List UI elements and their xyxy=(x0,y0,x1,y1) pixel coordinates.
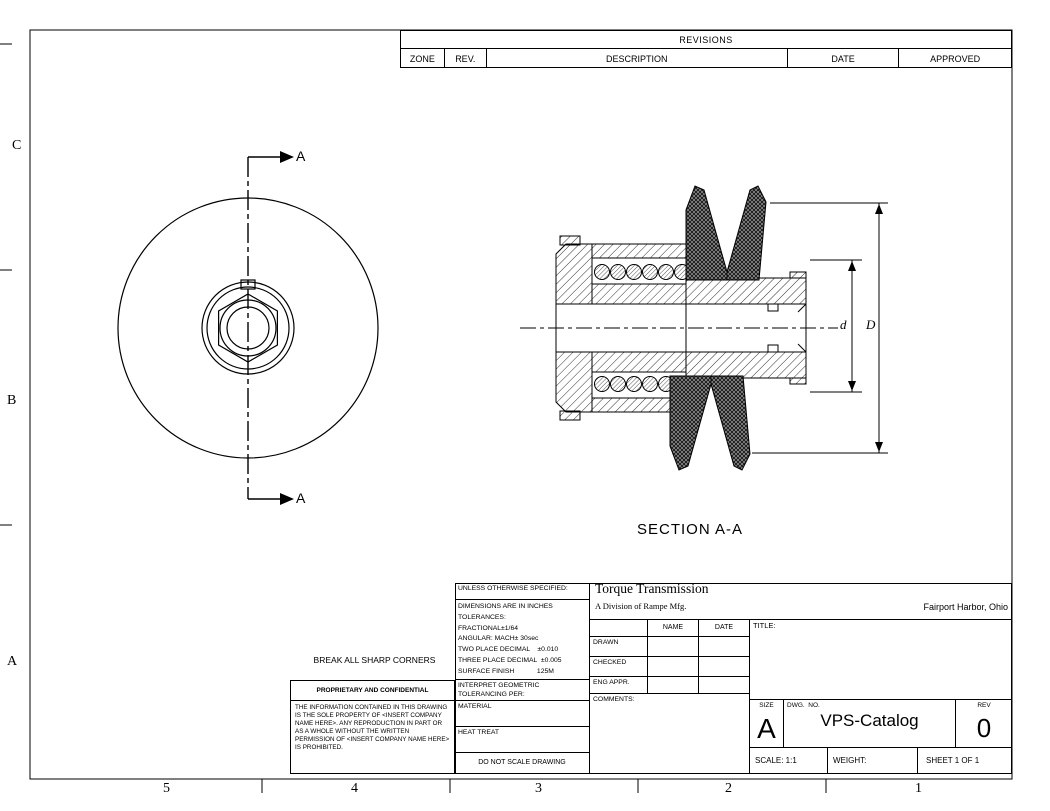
name-header-label: NAME xyxy=(662,623,684,631)
zone-col-5: 5 xyxy=(163,781,170,796)
approvals-date-header: DATE xyxy=(699,620,750,637)
tolerance-label: TOLERANCES: xyxy=(458,613,506,621)
drawn-label: DRAWN xyxy=(593,639,619,646)
size-cell: SIZE A xyxy=(750,700,784,748)
tolerance-three-place: THREE PLACE DECIMAL ±0.005 xyxy=(458,656,562,664)
approvals-blank-header xyxy=(590,620,648,637)
dwg-no-cell: DWG. NO. VPS-Catalog xyxy=(784,700,956,748)
revisions-col-rev: REV. xyxy=(445,49,487,68)
scale-label: SCALE: 1:1 xyxy=(755,755,797,765)
approvals-name-header: NAME xyxy=(648,620,699,637)
revisions-header-row: ZONE REV. DESCRIPTION DATE APPROVED xyxy=(401,49,1011,68)
comments-label: COMMENTS: xyxy=(593,696,635,703)
approvals-row-eng-appr: ENG APPR. xyxy=(590,677,648,694)
scale-cell: SCALE: 1:1 xyxy=(750,748,828,774)
weight-cell: WEIGHT: xyxy=(828,748,918,774)
company-division: A Division of Rampe Mfg. xyxy=(595,601,687,611)
zone-row-c: C xyxy=(12,138,22,153)
tolerance-angular: ANGULAR: MACH± 30sec xyxy=(458,635,539,643)
checked-date-cell xyxy=(699,657,750,677)
revisions-table: REVISIONS ZONE REV. DESCRIPTION DATE APP… xyxy=(400,30,1012,68)
size-label: SIZE xyxy=(759,702,774,709)
dwg-no-label: DWG. NO. xyxy=(787,702,820,709)
cut-arrow-label-top: A xyxy=(296,148,306,164)
comments-cell: COMMENTS: xyxy=(590,694,750,774)
drawn-date-cell xyxy=(699,637,750,657)
zone-col-3: 3 xyxy=(535,781,542,796)
tolerance-fractional: FRACTIONAL±1/64 xyxy=(458,624,519,632)
eng-appr-name-cell xyxy=(648,677,699,694)
checked-name-cell xyxy=(648,657,699,677)
do-not-scale-cell: DO NOT SCALE DRAWING xyxy=(455,753,590,774)
dim-label-d: d xyxy=(840,317,847,332)
revisions-col-description: DESCRIPTION xyxy=(487,49,788,68)
zone-col-1: 1 xyxy=(915,781,922,796)
heat-treat-cell: HEAT TREAT xyxy=(455,727,590,753)
sheet-label: SHEET 1 OF 1 xyxy=(926,755,980,765)
rev-cell: REV 0 xyxy=(956,700,1012,748)
approvals-row-checked: CHECKED xyxy=(590,657,648,677)
rev-label: REV xyxy=(977,702,991,709)
interpret-label: INTERPRET GEOMETRIC TOLERANCING PER: xyxy=(458,682,540,698)
spec-header-cell: UNLESS OTHERWISE SPECIFIED: xyxy=(455,583,590,600)
section-view-title: SECTION A-A xyxy=(636,521,744,538)
dwg-no-value: VPS-Catalog xyxy=(820,710,919,730)
date-header-label: DATE xyxy=(714,623,734,631)
spec-header: UNLESS OTHERWISE SPECIFIED: xyxy=(458,585,568,592)
weight-label: WEIGHT: xyxy=(833,755,867,765)
dimension-D xyxy=(752,202,888,454)
title-label: TITLE: xyxy=(753,621,776,630)
zone-row-a: A xyxy=(7,654,18,669)
eng-appr-label: ENG APPR. xyxy=(593,679,630,686)
revisions-col-date: DATE xyxy=(788,49,900,68)
tolerance-cell: DIMENSIONS ARE IN INCHES TOLERANCES: FRA… xyxy=(455,600,590,680)
section-cut-line xyxy=(247,151,294,505)
proprietary-body: THE INFORMATION CONTAINED IN THIS DRAWIN… xyxy=(295,704,450,751)
title-block-frame xyxy=(455,583,1012,774)
company-name: Torque Transmission xyxy=(595,583,709,596)
revisions-col-approved: APPROVED xyxy=(930,53,981,64)
proprietary-title: PROPRIETARY AND CONFIDENTIAL xyxy=(291,681,454,701)
proprietary-box: PROPRIETARY AND CONFIDENTIAL THE INFORMA… xyxy=(290,680,455,774)
cut-arrow-label-bottom: A xyxy=(296,490,306,506)
dimension-d xyxy=(810,259,862,393)
revisions-title: REVISIONS xyxy=(401,31,1011,49)
tolerance-two-place: TWO PLACE DECIMAL ±0.010 xyxy=(458,646,559,654)
interpret-cell: INTERPRET GEOMETRIC TOLERANCING PER: xyxy=(455,680,590,701)
rev-value: 0 xyxy=(976,713,992,744)
material-label: MATERIAL xyxy=(458,703,492,710)
tolerance-units: DIMENSIONS ARE IN INCHES xyxy=(458,603,553,610)
do-not-scale-label: DO NOT SCALE DRAWING xyxy=(478,759,566,767)
sheet-cell: SHEET 1 OF 1 xyxy=(918,748,1012,774)
revisions-col-zone: ZONE xyxy=(401,49,445,68)
zone-col-4: 4 xyxy=(351,781,358,796)
company-location: Fairport Harbor, Ohio xyxy=(923,602,1008,612)
material-cell: MATERIAL xyxy=(455,701,590,727)
checked-label: CHECKED xyxy=(593,659,627,666)
size-value: A xyxy=(757,713,776,745)
title-cell: TITLE: xyxy=(750,620,1012,700)
zone-col-2: 2 xyxy=(725,781,732,796)
company-band: Torque Transmission A Division of Rampe … xyxy=(590,583,1012,620)
tolerance-surface: SURFACE FINISH 125M xyxy=(458,667,554,675)
section-view xyxy=(520,185,838,471)
eng-appr-date-cell xyxy=(699,677,750,694)
zone-row-b: B xyxy=(7,393,17,408)
drawn-name-cell xyxy=(648,637,699,657)
approvals-row-drawn: DRAWN xyxy=(590,637,648,657)
break-corners-note: BREAK ALL SHARP CORNERS xyxy=(313,655,436,665)
heat-treat-label: HEAT TREAT xyxy=(458,729,500,736)
dim-label-D: D xyxy=(866,317,876,332)
